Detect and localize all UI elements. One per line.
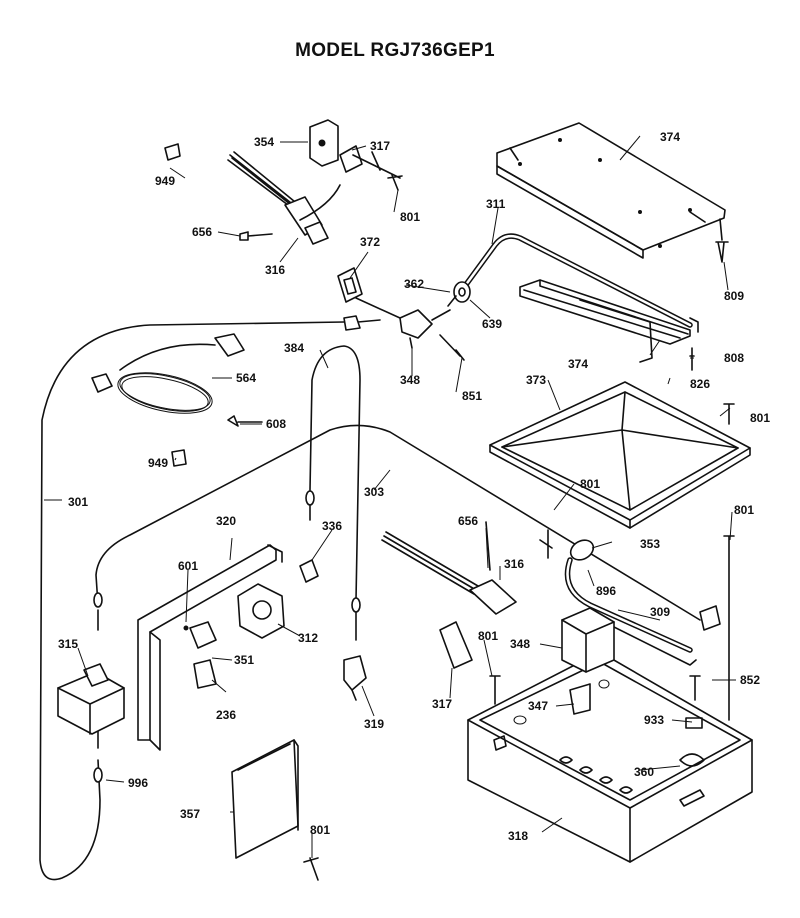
manifold-320-and-valves <box>137 544 367 751</box>
callout-320: 320 <box>216 514 236 528</box>
callout-354: 354 <box>254 135 274 149</box>
callout-808: 808 <box>724 351 744 365</box>
callout-608: 608 <box>266 417 286 431</box>
callout-374: 374 <box>568 357 588 371</box>
callout-348: 348 <box>400 373 420 387</box>
callout-319: 319 <box>364 717 384 731</box>
callout-347: 347 <box>528 699 548 713</box>
wire-harness-564 <box>91 333 263 467</box>
bracket-348-lower <box>561 607 615 715</box>
burner-309 <box>539 529 697 666</box>
callout-360: 360 <box>634 765 654 779</box>
callout-826: 826 <box>690 377 710 391</box>
callout-317: 317 <box>370 139 390 153</box>
base-pan-318 <box>467 651 753 863</box>
callout-353: 353 <box>640 537 660 551</box>
regulator-315 <box>57 663 125 783</box>
igniter-assembly-top <box>164 119 403 245</box>
gas-line-303 <box>93 424 721 631</box>
igniter-lower-316 <box>381 531 517 669</box>
callout-312: 312 <box>298 631 318 645</box>
callout-639: 639 <box>482 317 502 331</box>
callout-362: 362 <box>404 277 424 291</box>
leader-lines <box>44 135 736 858</box>
callout-896: 896 <box>596 584 616 598</box>
burner-pan-373 <box>489 381 751 529</box>
lower-fasteners <box>485 403 735 767</box>
callout-357: 357 <box>180 807 200 821</box>
callout-348: 348 <box>510 637 530 651</box>
callout-656: 656 <box>458 514 478 528</box>
callout-601: 601 <box>178 559 198 573</box>
page-title: MODEL RGJ736GEP1 <box>295 40 495 61</box>
callout-303: 303 <box>364 485 384 499</box>
callout-852: 852 <box>740 673 760 687</box>
callout-384: 384 <box>284 341 304 355</box>
callout-373: 373 <box>526 373 546 387</box>
callout-318: 318 <box>508 829 528 843</box>
callout-labels: 354 317 949 801 656 316 374 311 372 362 … <box>58 130 770 843</box>
bracket-372-and-orifice-348 <box>337 267 465 361</box>
callout-317: 317 <box>432 697 452 711</box>
callout-801: 801 <box>734 503 754 517</box>
callout-656: 656 <box>192 225 212 239</box>
access-cover-357 <box>231 739 319 881</box>
callout-949: 949 <box>155 174 175 188</box>
callout-351: 351 <box>234 653 254 667</box>
callout-372: 372 <box>360 235 380 249</box>
callout-949: 949 <box>148 456 168 470</box>
callout-374: 374 <box>660 130 680 144</box>
tube-384 <box>305 345 361 641</box>
callout-996: 996 <box>128 776 148 790</box>
callout-809: 809 <box>724 289 744 303</box>
callout-801: 801 <box>478 629 498 643</box>
callout-309: 309 <box>650 605 670 619</box>
callout-336: 336 <box>322 519 342 533</box>
callout-301: 301 <box>68 495 88 509</box>
callout-564: 564 <box>236 371 256 385</box>
callout-236: 236 <box>216 708 236 722</box>
burner-tube-311 <box>453 233 693 328</box>
callout-316: 316 <box>265 263 285 277</box>
top-cover-panel-374 <box>496 122 729 263</box>
callout-801: 801 <box>580 477 600 491</box>
callout-801: 801 <box>310 823 330 837</box>
callout-801: 801 <box>750 411 770 425</box>
callout-311: 311 <box>486 197 506 211</box>
callout-851: 851 <box>462 389 482 403</box>
callout-316: 316 <box>504 557 524 571</box>
burner-bracket-374 <box>519 279 699 371</box>
callout-801: 801 <box>400 210 420 224</box>
callout-933: 933 <box>644 713 664 727</box>
callout-315: 315 <box>58 637 78 651</box>
